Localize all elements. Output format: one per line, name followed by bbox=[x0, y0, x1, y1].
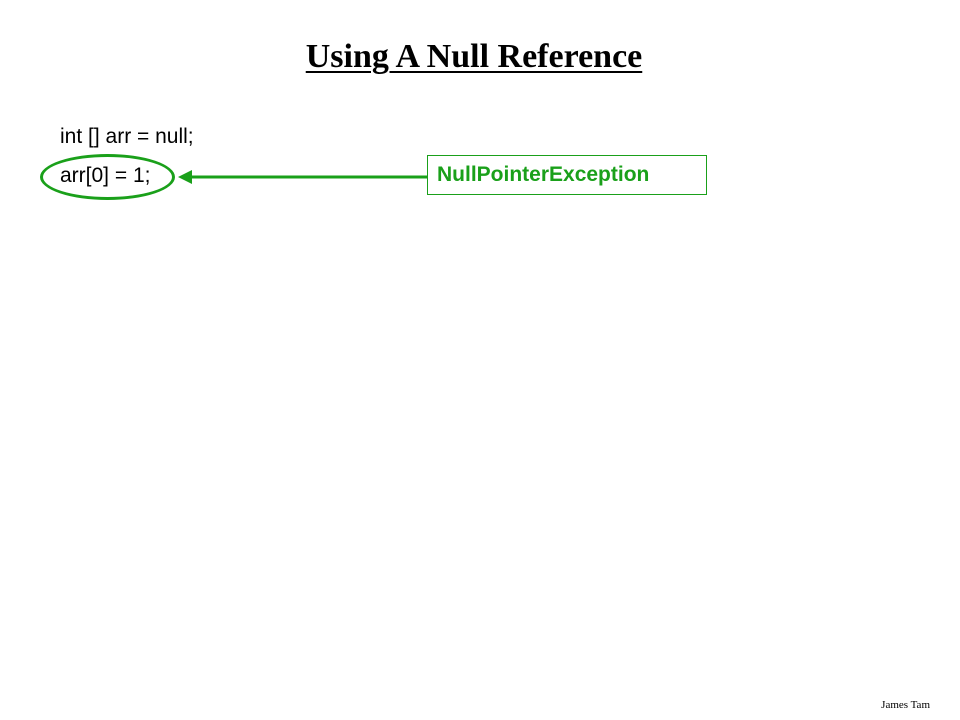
footer-author: James Tam bbox=[881, 699, 930, 711]
code-line-declaration: int [] arr = null; bbox=[60, 125, 194, 148]
exception-callout: NullPointerException bbox=[427, 155, 707, 195]
highlight-ellipse bbox=[40, 154, 175, 200]
slide-title: Using A Null Reference bbox=[305, 38, 643, 75]
exception-label: NullPointerException bbox=[437, 163, 650, 186]
arrow-head-icon bbox=[178, 170, 192, 184]
